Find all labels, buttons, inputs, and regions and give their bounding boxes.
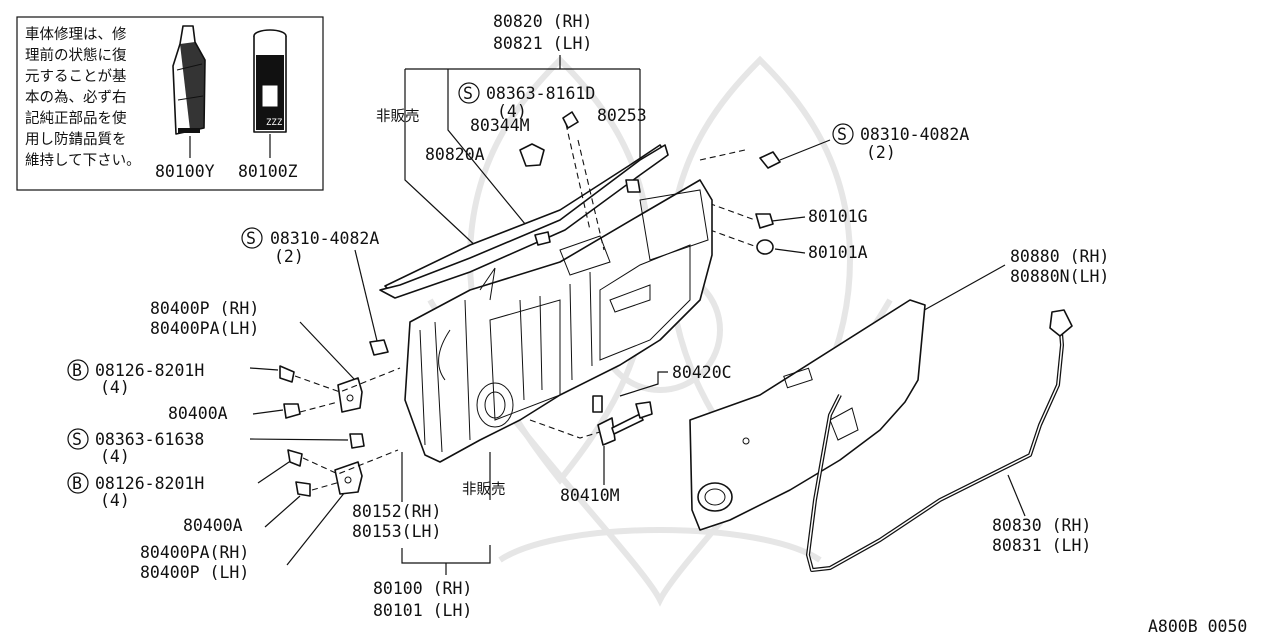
grommet-80101G-icon: [755, 213, 774, 229]
svg-text:B: B: [72, 361, 82, 380]
label-80100Z: 80100Z: [238, 162, 298, 181]
svg-text:ZZZ: ZZZ: [266, 118, 283, 128]
door-seal-80830: [806, 309, 1073, 572]
svg-text:S: S: [72, 430, 82, 449]
label-80820-rh: 80820 (RH): [493, 12, 592, 31]
upper-hinge: [337, 377, 363, 413]
bolt-80400A-bot-icon: [295, 481, 311, 497]
clip-80820A-icon: [534, 231, 551, 246]
label-80820A: 80820A: [425, 145, 485, 164]
notice-line-2: 理前の状態に復: [25, 47, 127, 64]
clip-80344M-icon: [519, 143, 545, 167]
bolt-symbol-08126-bot: B: [67, 472, 89, 494]
label-80101G: 80101G: [808, 207, 868, 226]
label-80400A-bot: 80400A: [183, 516, 243, 535]
bolt-80400A-top-icon: [283, 403, 301, 419]
notice-line-5: 記純正部品を使: [25, 110, 127, 127]
label-80152-rh: 80152(RH): [352, 502, 441, 521]
label-08310-4082A-left: 08310-4082A: [270, 229, 379, 248]
notice-line-4: 本の為、必ず右: [25, 89, 127, 106]
notice-line-7: 維持して下さい。: [25, 152, 141, 169]
label-80101-lh: 80101 (LH): [373, 601, 472, 620]
label-80830-rh: 80830 (RH): [992, 516, 1091, 535]
label-08363-61638-qty: (4): [100, 447, 130, 466]
weatherstrip-80820: [379, 144, 669, 299]
label-hanbai-top: 非販売: [376, 108, 420, 125]
notice-box: 車体修理は、修 理前の状態に復 元することが基 本の為、必ず右 記純正部品を使 …: [16, 16, 324, 191]
plug-80101A-icon: [756, 239, 774, 255]
label-hanbai-bot: 非販売: [462, 481, 506, 498]
check-link-80410M: [597, 401, 653, 446]
label-08310-top-qty: (2): [866, 143, 896, 162]
svg-text:B: B: [72, 474, 82, 493]
screw-symbol-08310-top: S: [832, 123, 854, 145]
label-80410M: 80410M: [560, 486, 620, 505]
screw-symbol-08310-left: S: [241, 227, 263, 249]
label-80100-rh: 80100 (RH): [373, 579, 472, 598]
figure-code: A800B 0050: [1148, 617, 1247, 636]
screw-08310-top-icon: [759, 151, 781, 169]
notice-line-1: 車体修理は、修: [25, 26, 127, 43]
label-08310-left-qty: (2): [274, 247, 304, 266]
label-80400P-rh: 80400P (RH): [150, 299, 259, 318]
bolt-08126-bot-icon: [287, 449, 303, 467]
label-80400PA-lh: 80400PA(LH): [150, 319, 259, 338]
lower-hinge: [334, 461, 363, 495]
label-08126-8201H-top: 08126-8201H: [95, 361, 204, 380]
screw-08363-8161D-icon: [562, 111, 579, 129]
clip-80253-icon: [625, 179, 641, 193]
notice-line-3: 元することが基: [25, 68, 127, 85]
label-08363-61638: 08363-61638: [95, 430, 204, 449]
svg-text:S: S: [463, 84, 473, 103]
label-80420C: 80420C: [672, 363, 732, 382]
label-80400P-lh: 80400P (LH): [140, 563, 249, 582]
plug-80420C-icon: [592, 395, 603, 413]
label-80400PA-rh: 80400PA(RH): [140, 543, 249, 562]
svg-text:S: S: [837, 125, 847, 144]
door-shell: [384, 144, 713, 463]
notice-frame: [16, 16, 324, 191]
label-08363-8161D: 08363-8161D: [486, 84, 595, 103]
label-08126-bot-qty: (4): [100, 491, 130, 510]
sealant-tube-icon: [172, 25, 206, 135]
label-08126-8201H-bot: 08126-8201H: [95, 474, 204, 493]
label-80101A: 80101A: [808, 243, 868, 262]
screw-symbol-08363-8161D: S: [458, 82, 480, 104]
label-80821-lh: 80821 (LH): [493, 34, 592, 53]
bolt-08126-top-icon: [279, 365, 295, 383]
label-80100Y: 80100Y: [155, 162, 215, 181]
screw-symbol-08363-61638: S: [67, 428, 89, 450]
bolt-symbol-08126-top: B: [67, 359, 89, 381]
label-80344M: 80344M: [470, 116, 530, 135]
door-trim-panel-80880: [689, 299, 926, 531]
svg-text:S: S: [246, 229, 256, 248]
label-08310-4082A-top: 08310-4082A: [860, 125, 969, 144]
label-80831-lh: 80831 (LH): [992, 536, 1091, 555]
label-80253: 80253: [597, 106, 647, 125]
label-08363-8161D-qty: (4): [497, 102, 527, 121]
label-08126-top-qty: (4): [100, 378, 130, 397]
label-80400A-top: 80400A: [168, 404, 228, 423]
spray-can-icon: ZZZ: [253, 29, 287, 133]
screw-08363-61638-icon: [349, 433, 365, 449]
label-80153-lh: 80153(LH): [352, 522, 441, 541]
label-80880-rh: 80880 (RH): [1010, 247, 1109, 266]
label-80880N-lh: 80880N(LH): [1010, 267, 1109, 286]
notice-line-6: 用し防錆品質を: [25, 130, 127, 148]
screw-08310-left-icon: [369, 339, 389, 356]
